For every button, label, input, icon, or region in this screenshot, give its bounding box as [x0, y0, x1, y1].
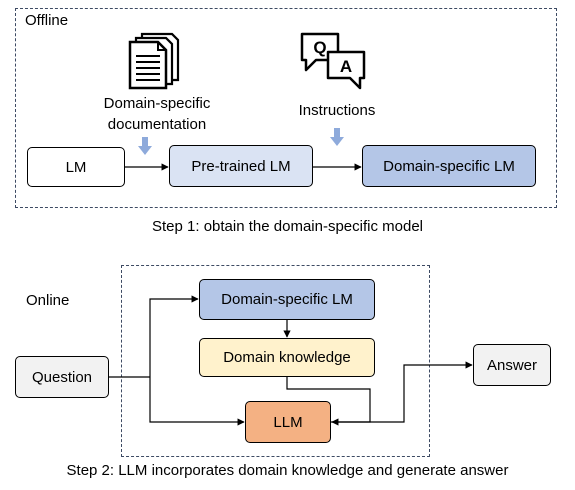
documentation-label-line2: documentation — [107, 116, 207, 133]
answer-node: Answer — [473, 344, 551, 386]
offline-label: Offline — [25, 12, 69, 29]
pretrained-lm-node: Pre-trained LM — [169, 145, 313, 187]
online-region — [121, 265, 430, 457]
down-arrow-instructions — [330, 128, 344, 146]
arrow-knowledge-to-llm — [286, 377, 371, 426]
arrow-question-to-llm — [149, 377, 245, 426]
qa-q-letter: Q — [313, 38, 326, 57]
online-label: Online — [26, 292, 70, 309]
lm-node: LM — [27, 147, 125, 187]
domain-knowledge-node: Domain knowledge — [199, 338, 375, 377]
offline-region — [15, 8, 557, 208]
llm-node: LLM — [245, 401, 331, 443]
documentation-label-line1: Domain-specific — [103, 95, 211, 112]
down-arrow-documentation — [138, 137, 152, 155]
question-node: Question — [15, 356, 109, 398]
domain-specific-lm-node-offline: Domain-specific LM — [362, 145, 536, 187]
qa-a-letter: A — [340, 57, 352, 76]
documents-icon — [128, 32, 182, 95]
instructions-label: Instructions — [298, 102, 376, 119]
step1-caption: Step 1: obtain the domain-specific model — [152, 218, 423, 235]
arrow-llm-to-answer — [331, 361, 473, 423]
arrow-question-to-domain-lm — [149, 295, 199, 377]
domain-specific-lm-node-online: Domain-specific LM — [199, 279, 375, 320]
step2-caption: Step 2: LLM incorporates domain knowledg… — [66, 462, 509, 479]
question-answer-icon: Q A — [298, 30, 370, 97]
